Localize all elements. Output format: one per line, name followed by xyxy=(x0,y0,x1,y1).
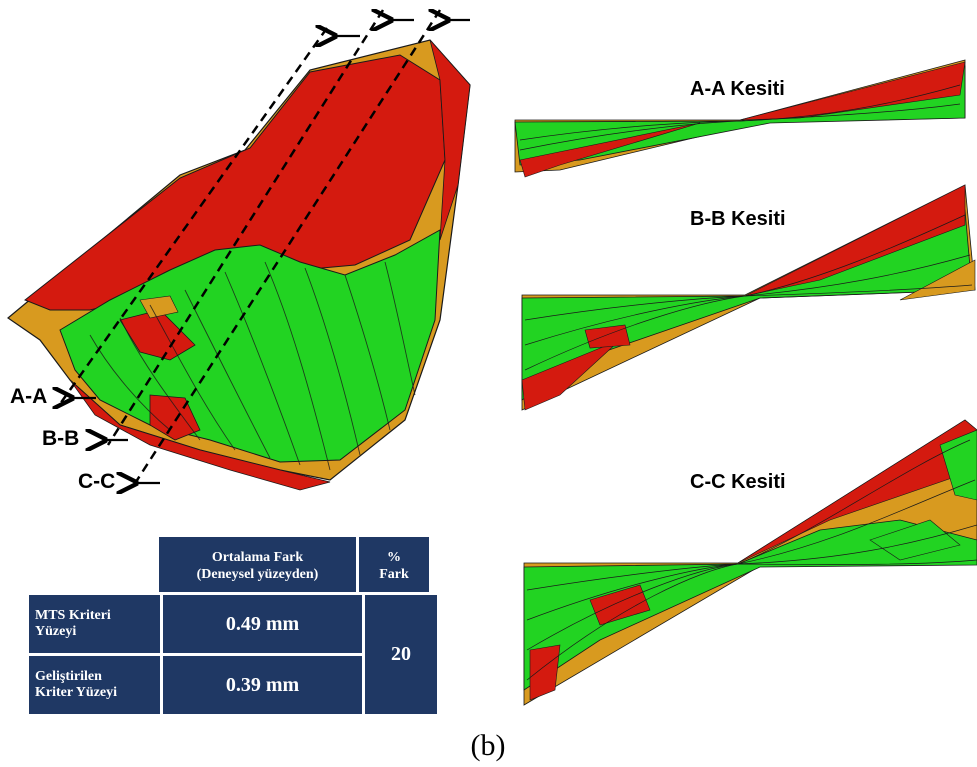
row-name-developed-line1: Geliştirilen xyxy=(35,669,102,684)
label-b-b: B-B xyxy=(42,427,79,450)
title-a-a-kesiti: A-A Kesiti xyxy=(690,78,785,100)
header-average-difference-line1: Ortalama Fark xyxy=(211,550,304,565)
row-value-mts: 0.49 mm xyxy=(160,592,365,656)
row-name-mts-line2: Yüzeyi xyxy=(35,624,77,639)
header-average-difference: Ortalama Fark (Deneysel yüzeyden) xyxy=(156,534,359,598)
cross-section-b-b xyxy=(521,184,976,411)
row-name-mts: MTS Kriteri Yüzeyi xyxy=(26,592,163,656)
comparison-table: Ortalama Fark (Deneysel yüzeyden) % Fark xyxy=(156,534,432,598)
row-name-developed-line2: Kriter Yüzeyi xyxy=(35,685,118,700)
header-percent-line2: Fark xyxy=(379,567,409,582)
section-arrows xyxy=(70,20,470,483)
section-lines xyxy=(58,9,442,489)
row-value-developed: 0.39 mm xyxy=(160,653,365,717)
table-row: Geliştirilen Kriter Yüzeyi 0.39 mm xyxy=(26,653,439,717)
header-percent-difference: % Fark xyxy=(356,534,432,598)
label-a-a: A-A xyxy=(10,385,47,408)
row-name-mts-line1: MTS Kriteri xyxy=(35,608,111,623)
cross-section-c-c xyxy=(523,419,977,706)
header-average-difference-line2: (Deneysel yüzeyden) xyxy=(196,567,319,582)
comparison-table-body: MTS Kriteri Yüzeyi 0.49 mm 20 Geliştiril… xyxy=(26,592,440,717)
row-name-developed: Geliştirilen Kriter Yüzeyi xyxy=(26,653,163,717)
section-line-a xyxy=(58,27,329,405)
deformed-surface-3d xyxy=(7,39,471,491)
table-row: MTS Kriteri Yüzeyi 0.49 mm 20 xyxy=(26,592,440,717)
label-c-c: C-C xyxy=(78,470,115,493)
table-header-row: Ortalama Fark (Deneysel yüzeyden) % Fark xyxy=(156,534,432,598)
figure-caption: (b) xyxy=(471,729,506,762)
percent-difference-value: 20 xyxy=(362,592,440,717)
cross-section-a-a xyxy=(514,59,966,178)
header-percent-line1: % xyxy=(387,550,401,565)
section-line-b xyxy=(106,9,385,446)
section-line-c xyxy=(130,9,442,489)
title-c-c-kesiti: C-C Kesiti xyxy=(690,471,786,493)
title-b-b-kesiti: B-B Kesiti xyxy=(690,208,786,230)
